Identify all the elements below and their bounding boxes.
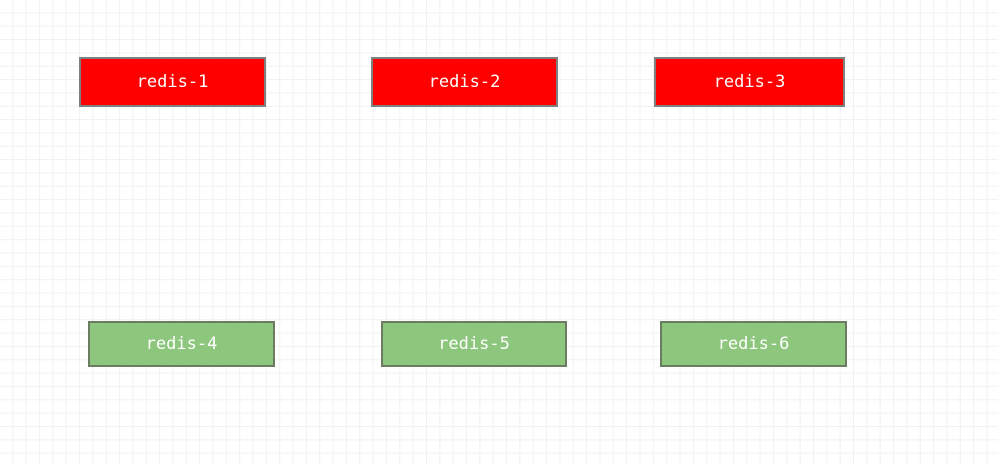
- node-label: redis-6: [717, 334, 790, 354]
- node-label: redis-4: [145, 334, 218, 354]
- node-redis-2[interactable]: redis-2: [371, 57, 558, 107]
- node-label: redis-2: [428, 72, 501, 92]
- node-redis-1[interactable]: redis-1: [79, 57, 266, 107]
- node-redis-6[interactable]: redis-6: [660, 321, 847, 367]
- node-label: redis-1: [136, 72, 209, 92]
- node-redis-3[interactable]: redis-3: [654, 57, 845, 107]
- node-label: redis-3: [713, 72, 786, 92]
- node-label: redis-5: [438, 334, 510, 354]
- node-redis-4[interactable]: redis-4: [88, 321, 275, 367]
- node-redis-5[interactable]: redis-5: [381, 321, 567, 367]
